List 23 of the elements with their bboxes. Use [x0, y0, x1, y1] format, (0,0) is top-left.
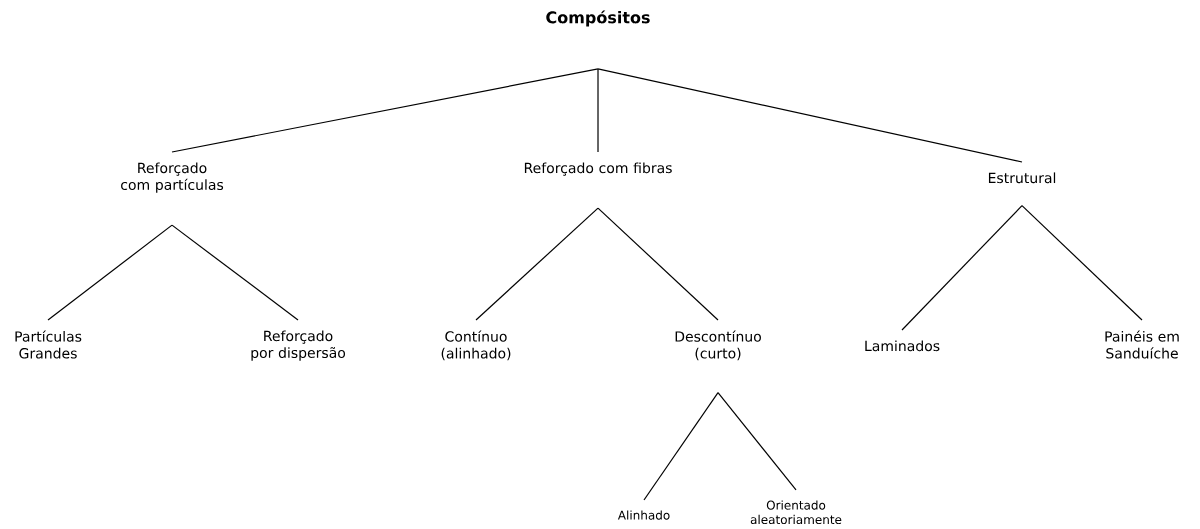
branch-line: [171, 68, 599, 153]
branch-line: [597, 68, 599, 153]
category-label: Partículas Grandes: [15, 330, 82, 359]
branch-line: [597, 68, 1023, 163]
category-label: Painéis em Sanduíche: [1105, 330, 1179, 359]
branch-line: [717, 392, 797, 491]
category-label: Reforçado por dispersão: [251, 330, 346, 361]
category-label: Reforçado com partículas: [121, 162, 224, 193]
category-label: Contínuo (alinhado): [441, 330, 511, 361]
branch-line: [171, 224, 299, 321]
branch-line: [597, 207, 719, 321]
category-label: Orientado aleatoriamente: [750, 500, 842, 525]
category-label: Alinhado: [617, 510, 670, 520]
category-label: Laminados: [865, 340, 940, 352]
branch-line: [643, 392, 719, 501]
category-label: Compósitos: [546, 10, 650, 27]
category-label: Reforçado com fibras: [524, 162, 672, 176]
branch-line: [475, 207, 599, 321]
category-label: Estrutural: [988, 172, 1056, 184]
branch-line: [47, 224, 173, 321]
category-label: Descontínuo (curto): [675, 330, 761, 361]
branch-line: [1021, 205, 1143, 321]
branch-line: [901, 205, 1023, 331]
